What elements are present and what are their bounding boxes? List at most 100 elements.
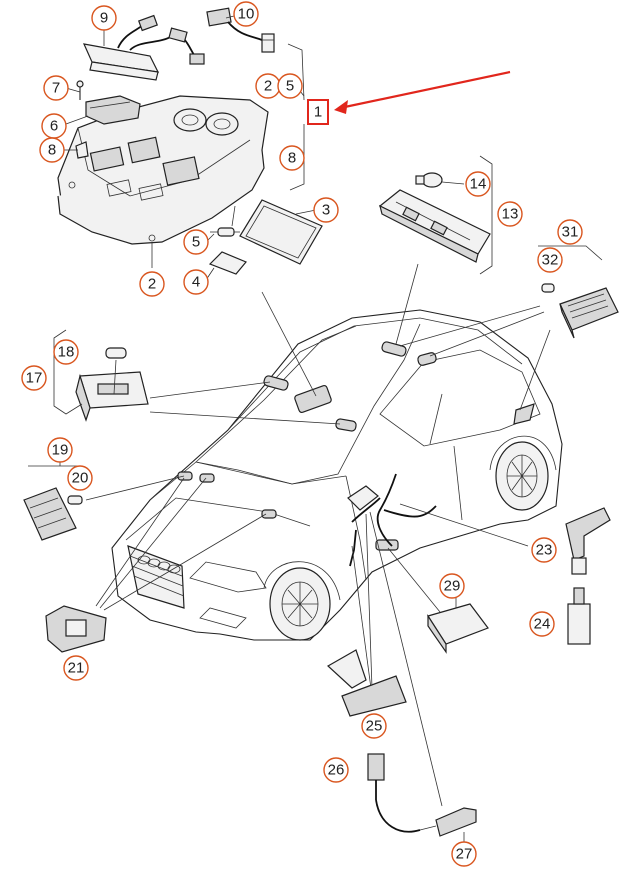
callout-21: 21 xyxy=(63,655,89,681)
callout-number: 6 xyxy=(50,118,58,135)
callout-number: 26 xyxy=(328,762,345,779)
callout-8: 8 xyxy=(279,145,305,171)
callout-circle xyxy=(67,465,93,491)
callout-number: 8 xyxy=(48,142,56,159)
lamp-17 xyxy=(75,359,149,422)
highlight-label: 1 xyxy=(314,104,322,121)
callout-circle xyxy=(279,145,305,171)
callout-number: 20 xyxy=(72,470,89,487)
callout-circle xyxy=(313,197,339,223)
lamp-31 xyxy=(559,287,619,339)
bracket-17 xyxy=(53,329,83,415)
callout-25: 25 xyxy=(361,713,387,739)
callout-2: 2 xyxy=(139,271,165,297)
module-29 xyxy=(427,598,489,654)
callout-circle xyxy=(39,137,65,163)
callout-circle xyxy=(439,573,465,599)
callout-number: 17 xyxy=(26,370,43,387)
callout-circle xyxy=(361,713,387,739)
callout-circle xyxy=(21,365,47,391)
callout-number: 31 xyxy=(562,224,579,241)
callout-10: 10 xyxy=(233,1,259,27)
switch-21 xyxy=(45,605,107,653)
highlighted-callout-1: 1 xyxy=(307,70,511,125)
callout-circle xyxy=(43,75,69,101)
clip-8 xyxy=(75,141,89,159)
callout-number: 14 xyxy=(470,176,487,193)
car-body xyxy=(111,309,563,641)
harness-connector-10 xyxy=(206,7,275,53)
callout-number: 4 xyxy=(192,274,200,291)
callout-number: 29 xyxy=(444,578,461,595)
callout-29: 29 xyxy=(439,573,465,599)
callout-8: 8 xyxy=(39,137,65,163)
callout-number: 7 xyxy=(52,80,60,97)
switch-24 xyxy=(567,587,591,645)
overhead-console-housing xyxy=(57,95,269,245)
bulb-5 xyxy=(210,227,240,237)
callout-circle xyxy=(557,219,583,245)
callout-7: 7 xyxy=(43,75,69,101)
callout-number: 23 xyxy=(536,542,553,559)
sensor-26 xyxy=(367,753,421,833)
callout-circle xyxy=(91,5,117,31)
bulb-14 xyxy=(415,172,443,188)
callout-circle xyxy=(531,537,557,563)
door-wiring-harness xyxy=(349,473,437,567)
handle-25 xyxy=(326,649,407,717)
screw-7 xyxy=(76,80,84,100)
bulb-18 xyxy=(105,347,127,359)
callout-19: 19 xyxy=(47,437,73,463)
callout-number: 2 xyxy=(264,78,272,95)
callout-circle xyxy=(323,757,349,783)
callout-32: 32 xyxy=(537,247,563,273)
bulb-20 xyxy=(67,495,83,505)
callout-18: 18 xyxy=(53,339,79,365)
callout-24: 24 xyxy=(529,611,555,637)
trim-pad-3 xyxy=(231,199,323,265)
callout-23: 23 xyxy=(531,537,557,563)
callout-number: 3 xyxy=(322,202,330,219)
callout-number: 24 xyxy=(534,616,551,633)
callout-circle xyxy=(465,171,491,197)
callout-27: 27 xyxy=(451,841,477,867)
callout-3: 3 xyxy=(313,197,339,223)
callout-2: 2 xyxy=(255,73,281,99)
callout-number: 19 xyxy=(52,442,69,459)
callout-26: 26 xyxy=(323,757,349,783)
reading-light-13 xyxy=(378,189,491,263)
callout-20: 20 xyxy=(67,465,93,491)
connector-27 xyxy=(419,807,477,850)
callout-number: 8 xyxy=(288,150,296,167)
callout-number: 27 xyxy=(456,846,473,863)
callout-circle xyxy=(63,655,89,681)
callout-number: 10 xyxy=(238,6,255,23)
callout-number: 25 xyxy=(366,718,383,735)
callout-circle xyxy=(47,437,73,463)
callout-circle xyxy=(139,271,165,297)
callout-9: 9 xyxy=(91,5,117,31)
bracket-13 xyxy=(479,155,493,275)
leader-14 xyxy=(441,181,465,185)
callout-circle xyxy=(233,1,259,27)
switch-6 xyxy=(85,95,141,125)
callout-circle xyxy=(183,229,209,255)
callout-circle xyxy=(53,339,79,365)
callout-number: 5 xyxy=(192,234,200,251)
door-handle-23 xyxy=(565,507,611,575)
bulb-32 xyxy=(541,283,555,293)
callout-circle xyxy=(183,269,209,295)
callout-5: 5 xyxy=(183,229,209,255)
callout-circle xyxy=(451,841,477,867)
callout-31: 31 xyxy=(557,219,583,245)
callout-13: 13 xyxy=(497,201,523,227)
callout-circle xyxy=(497,201,523,227)
callout-17: 17 xyxy=(21,365,47,391)
callout-circle xyxy=(529,611,555,637)
pointer-lines xyxy=(85,263,551,807)
callout-4: 4 xyxy=(183,269,209,295)
control-module-9 xyxy=(82,14,205,81)
callout-number: 32 xyxy=(542,252,559,269)
